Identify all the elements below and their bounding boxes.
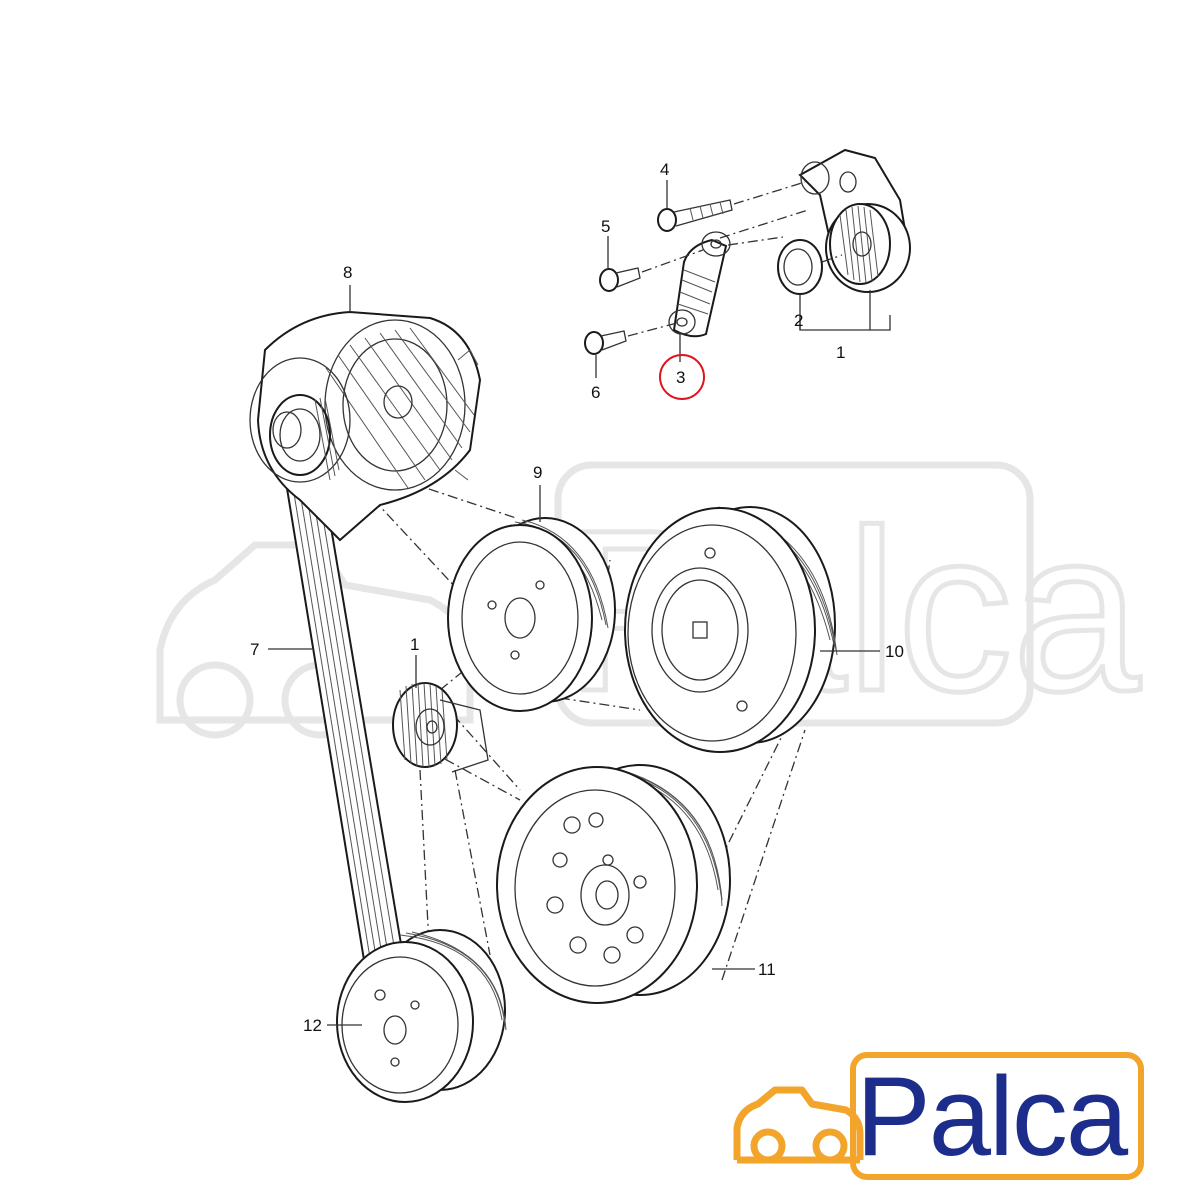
pulley-10 <box>624 506 838 753</box>
callout-10: 10 <box>885 642 904 661</box>
callout-6: 6 <box>591 383 600 402</box>
callout-3-highlight: 3 <box>659 354 705 400</box>
callout-4: 4 <box>660 160 669 179</box>
callout-5: 5 <box>601 217 610 236</box>
car-icon <box>733 1086 864 1164</box>
callout-1-mid: 1 <box>410 635 419 654</box>
drive-belt <box>283 461 403 961</box>
alternator <box>249 310 482 542</box>
palca-logo: Palca <box>733 1052 1144 1180</box>
callout-2: 2 <box>794 311 803 330</box>
leader-lines <box>268 180 891 1026</box>
tensioner-assembly <box>584 148 911 355</box>
callouts: 4 5 6 2 1 8 9 10 7 1 11 12 <box>250 160 904 1035</box>
callout-3: 3 <box>676 368 685 387</box>
callout-8: 8 <box>343 263 352 282</box>
callout-9: 9 <box>533 463 542 482</box>
tensioner-idler <box>392 682 489 773</box>
callout-1-top: 1 <box>836 343 845 362</box>
callout-12: 12 <box>303 1016 322 1035</box>
crank-pulley-11 <box>496 764 731 1004</box>
logo-text: Palca <box>856 1054 1129 1179</box>
callout-11: 11 <box>758 960 776 979</box>
pulley-9 <box>447 517 616 712</box>
pulley-12 <box>336 929 507 1103</box>
callout-7: 7 <box>250 640 259 659</box>
